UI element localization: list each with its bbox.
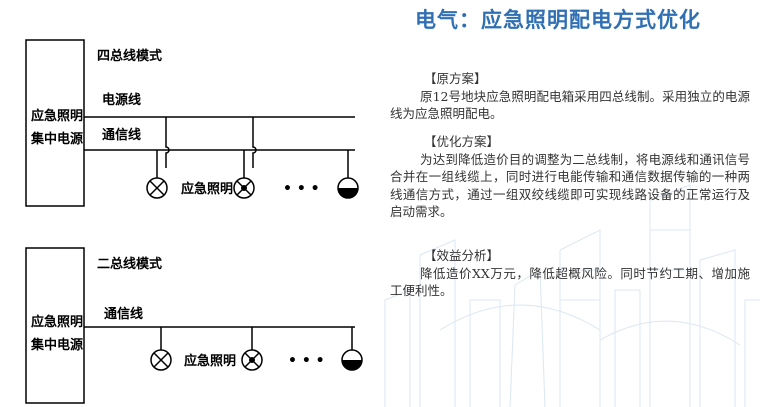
bottom-power-source-box [25, 247, 85, 404]
top-power-source-box [25, 39, 85, 207]
optimized-plan-section: 【优化方案】 为达到降低造价目的调整为二总线制，将电源线和通讯信号合并在一组线缆… [390, 133, 750, 221]
top-lamp-icon-1 [146, 177, 168, 199]
bottom-lamp-icon-2 [241, 349, 263, 371]
bottom-lamp-icon-3 [341, 349, 363, 371]
four-bus-mode-label: 四总线模式 [97, 48, 162, 64]
two-bus-diagram: 二总线模式 应急照明 集中电源 通信线 应急照明 • • • [25, 247, 363, 404]
bottom-lamp-label: 应急照明 [184, 353, 236, 369]
top-power-line-label: 电源线 [102, 92, 141, 108]
bottom-source-label-2: 集中电源 [30, 337, 83, 353]
original-plan-text: 原12号地块应急照明配电箱采用四总线制。采用独立的电源线为应急照明配电。 [390, 88, 750, 122]
top-lamp-icon-2 [233, 177, 255, 199]
top-power-drop-1 [165, 117, 170, 168]
original-plan-section: 【原方案】 原12号地块应急照明配电箱采用四总线制。采用独立的电源线为应急照明配… [390, 70, 750, 123]
benefit-analysis-text: 降低造价XX万元，降低超概风险。同时节约工期、增加施工便利性。 [390, 265, 750, 299]
page-title: 电气：应急照明配电方式优化 [415, 8, 701, 32]
benefit-analysis-heading: 【效益分析】 [424, 248, 500, 263]
top-comm-line-label: 通信线 [102, 127, 141, 143]
two-bus-mode-label: 二总线模式 [97, 256, 162, 272]
original-plan-heading: 【原方案】 [424, 71, 487, 86]
four-bus-diagram: 四总线模式 应急照明 集中电源 电源线 通信线 应急照明 • • • [25, 39, 359, 207]
bottom-comm-line-label: 通信线 [104, 306, 143, 322]
wiring-diagrams: 四总线模式 应急照明 集中电源 电源线 通信线 应急照明 • • • [25, 39, 363, 404]
top-lamp-label: 应急照明 [181, 181, 233, 197]
top-ellipsis: • • • [283, 181, 320, 197]
optimized-plan-heading: 【优化方案】 [424, 134, 500, 149]
top-source-label-1: 应急照明 [31, 108, 83, 124]
top-lamp-icon-3 [337, 177, 359, 199]
benefit-analysis-section: 【效益分析】 降低造价XX万元，降低超概风险。同时节约工期、增加施工便利性。 [390, 247, 750, 300]
top-source-label-2: 集中电源 [30, 131, 83, 147]
bottom-lamp-icon-1 [150, 349, 172, 371]
bottom-ellipsis: • • • [288, 353, 325, 369]
top-power-drop-2 [252, 117, 257, 168]
optimized-plan-text: 为达到降低造价目的调整为二总线制，将电源线和通讯信号合并在一组线缆上，同时进行电… [390, 151, 750, 220]
bottom-source-label-1: 应急照明 [31, 314, 83, 330]
